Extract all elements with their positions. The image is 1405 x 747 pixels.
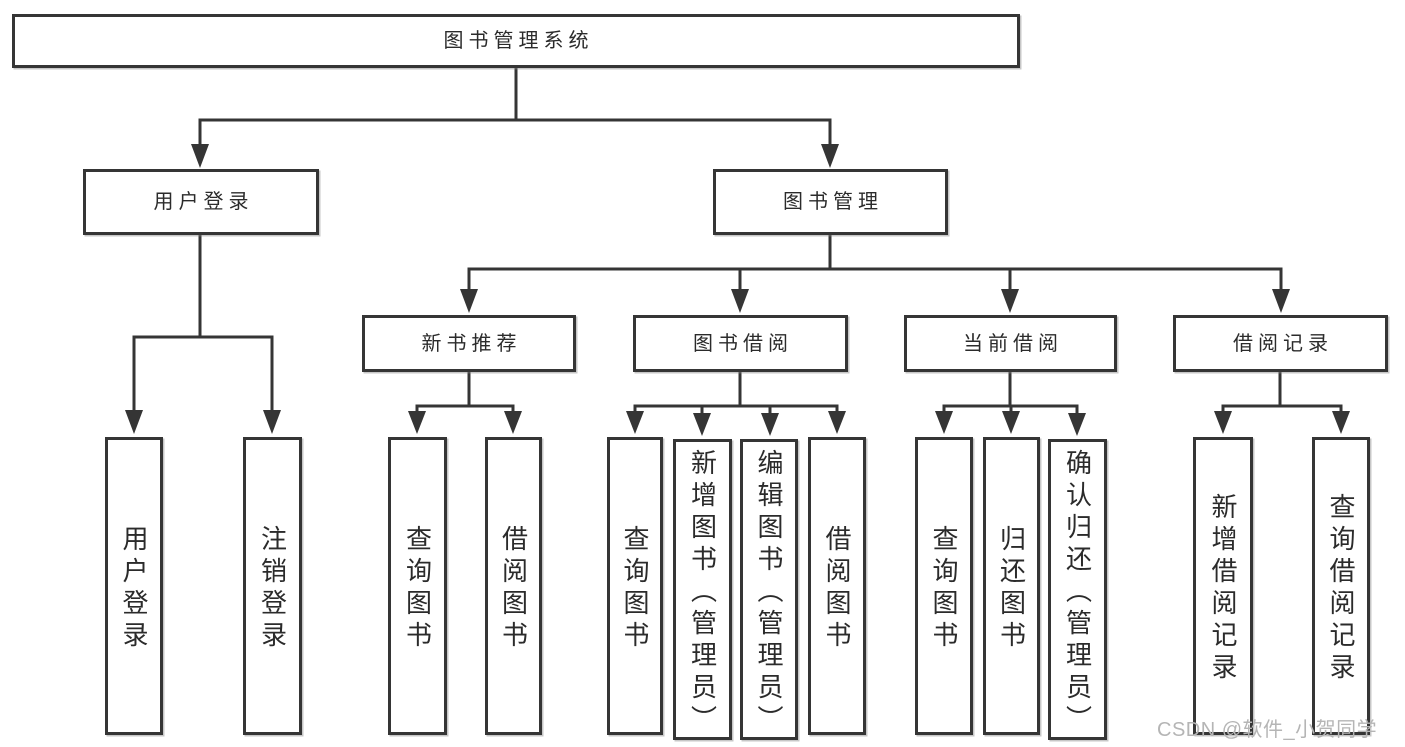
node-book-management: 图书管理 <box>713 169 948 235</box>
node-label: 借阅记录 <box>1233 332 1333 355</box>
arrowhead <box>693 413 711 436</box>
node-label: 用户登录 <box>153 191 254 213</box>
leaf-return-book: 归还图书 <box>983 437 1040 735</box>
node-label: 图书管理 <box>783 191 883 213</box>
node-user-login: 用户登录 <box>83 169 319 235</box>
arrowhead <box>1068 413 1086 436</box>
node-label: 查询借阅记录 <box>1326 493 1356 685</box>
csdn-watermark: CSDN @软件_小贺同学 <box>1157 719 1378 741</box>
leaf-add-borrow-record: 新增借阅记录 <box>1193 437 1253 735</box>
arrowhead <box>191 144 209 168</box>
leaf-add-book-admin: 新增图书（管理员） <box>673 439 732 740</box>
connector-borrowing-records-group <box>1214 370 1350 434</box>
node-label: 当前借阅 <box>963 332 1063 355</box>
node-label: 查询图书 <box>402 525 433 653</box>
arrowhead <box>504 411 522 434</box>
leaf-search-books-2: 查询图书 <box>607 437 663 735</box>
node-label: 新书推荐 <box>421 332 522 355</box>
leaf-edit-book-admin: 编辑图书（管理员） <box>740 439 798 740</box>
node-new-book-recommend: 新书推荐 <box>362 315 576 372</box>
node-label: 图书管理系统 <box>443 30 594 52</box>
node-root-system: 图书管理系统 <box>12 14 1020 68</box>
connector-root-to-level2 <box>191 66 839 168</box>
arrowhead <box>460 289 478 313</box>
node-book-borrowing: 图书借阅 <box>633 315 848 372</box>
connector-book-borrowing-group <box>626 370 846 436</box>
arrowhead <box>935 411 953 434</box>
arrowhead <box>761 413 779 436</box>
node-label: 新增图书（管理员） <box>687 448 718 737</box>
leaf-search-books-3: 查询图书 <box>915 437 973 735</box>
connector-new-book-recommend-group <box>408 370 522 434</box>
node-borrowing-records: 借阅记录 <box>1173 315 1388 372</box>
connector-book-management-to-level3 <box>460 233 1290 313</box>
arrowhead <box>408 411 426 434</box>
node-label: 归还图书 <box>996 525 1027 653</box>
leaf-user-login: 用户登录 <box>105 437 163 735</box>
leaf-borrow-books-2: 借阅图书 <box>808 437 866 735</box>
arrowhead <box>731 289 749 313</box>
connector-user-login-group <box>125 233 281 434</box>
arrowhead <box>125 410 143 434</box>
leaf-logout: 注销登录 <box>243 437 302 735</box>
leaf-confirm-return-admin: 确认归还（管理员） <box>1048 439 1107 740</box>
node-label: 确认归还（管理员） <box>1062 448 1093 737</box>
node-label: 用户登录 <box>119 525 149 653</box>
arrowhead <box>1002 411 1020 434</box>
arrowhead <box>1272 289 1290 313</box>
arrowhead <box>1332 411 1350 434</box>
arrowhead <box>1001 289 1019 313</box>
node-label: 图书借阅 <box>693 332 793 355</box>
arrowhead <box>1214 411 1232 434</box>
node-label: 借阅图书 <box>822 525 852 653</box>
arrowhead <box>263 410 281 434</box>
arrowhead <box>828 411 846 434</box>
node-label: 借阅图书 <box>498 525 529 653</box>
arrowhead <box>821 144 839 168</box>
leaf-search-borrow-record: 查询借阅记录 <box>1312 437 1370 735</box>
node-label: 查询图书 <box>929 525 959 653</box>
leaf-search-books-1: 查询图书 <box>388 437 447 735</box>
connector-current-borrowing-group <box>935 370 1086 436</box>
node-label: 新增借阅记录 <box>1208 493 1238 685</box>
leaf-borrow-books-1: 借阅图书 <box>485 437 542 735</box>
node-label: 查询图书 <box>620 525 650 653</box>
node-label: 注销登录 <box>257 525 288 653</box>
node-label: 编辑图书（管理员） <box>754 448 784 737</box>
node-current-borrowing: 当前借阅 <box>904 315 1117 372</box>
arrowhead <box>626 411 644 434</box>
